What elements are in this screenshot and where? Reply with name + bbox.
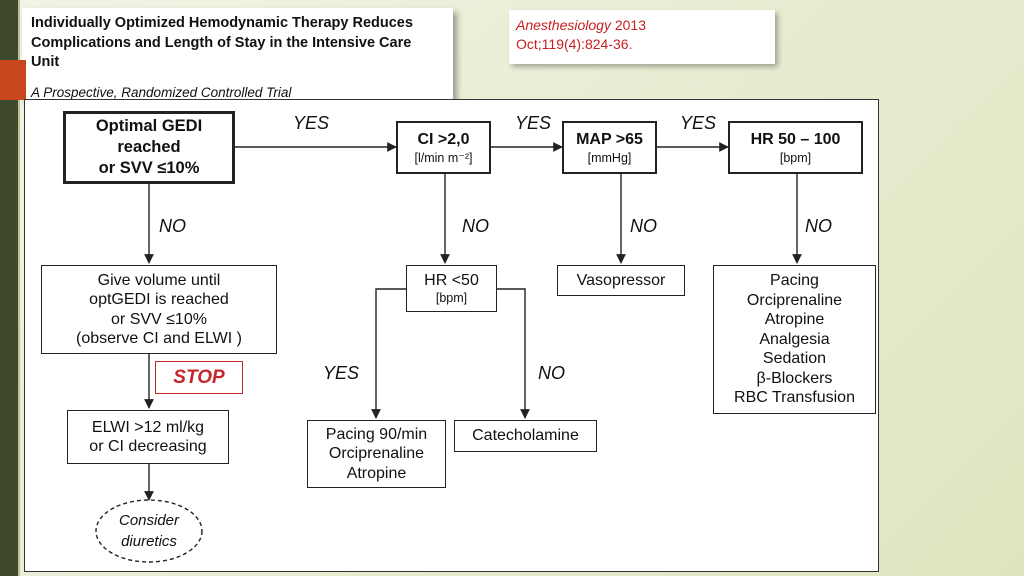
arrow-hr50-no	[497, 288, 530, 419]
map-label: MAP >65	[576, 130, 643, 148]
no-label-start: NO	[159, 216, 186, 236]
start-box: Optimal GEDI reached or SVV ≤10%	[63, 111, 235, 184]
vasopressor-box: Vasopressor	[557, 265, 685, 296]
map-unit: [mmHg]	[587, 150, 632, 165]
yes-label-2: YES	[515, 113, 552, 133]
hr50-label: HR <50	[424, 271, 479, 289]
stop-badge: STOP	[155, 361, 243, 394]
hr50-box: HR <50 [bpm]	[406, 265, 497, 312]
reference-card: Anesthesiology 2013 Oct;119(4):824-36.	[509, 10, 775, 64]
yes-label-3: YES	[680, 113, 717, 133]
no-label-hr: NO	[805, 216, 832, 236]
pacing90-box: Pacing 90/min Orciprenaline Atropine	[307, 420, 446, 488]
ci-box: CI >2,0 [l/min m⁻²]	[396, 121, 491, 174]
reference-journal: Anesthesiology	[516, 17, 611, 33]
hr50-unit: [bpm]	[435, 291, 468, 306]
elwi-box: ELWI >12 ml/kg or CI decreasing	[67, 410, 229, 464]
flowchart: Optimal GEDI reached or SVV ≤10% CI >2,0…	[24, 99, 879, 572]
ci-unit: [l/min m⁻²]	[414, 150, 473, 165]
no-label-ci: NO	[462, 216, 489, 236]
reference-year: 2013	[614, 17, 646, 33]
paper-title: Individually Optimized Hemodynamic Thera…	[31, 15, 413, 70]
catecholamine-box: Catecholamine	[454, 420, 597, 452]
arrow-hr50-yes	[371, 288, 406, 419]
map-box: MAP >65 [mmHg]	[562, 121, 657, 174]
left-rail	[0, 0, 18, 576]
hr-actions-box: Pacing Orciprenaline Atropine Analgesia …	[713, 265, 876, 414]
diuretics-text: Consider diuretics	[118, 512, 180, 550]
volume-box: Give volume until optGEDI is reached or …	[41, 265, 277, 354]
accent-tab	[0, 60, 26, 100]
hr-unit: [bpm]	[779, 150, 812, 165]
paper-subtitle: A Prospective, Randomized Controlled Tri…	[31, 85, 292, 100]
diuretics-oval	[95, 499, 203, 563]
hr-label: HR 50 – 100	[750, 130, 841, 148]
left-divider	[18, 0, 20, 576]
title-card: Individually Optimized Hemodynamic Thera…	[22, 8, 453, 100]
yes-label-1: YES	[293, 113, 330, 133]
reference-volume: Oct;119(4):824-36.	[516, 36, 633, 52]
ci-label: CI >2,0	[417, 130, 470, 148]
no-label-hr50: NO	[538, 363, 565, 383]
yes-label-hr50: YES	[323, 363, 360, 383]
hr-box: HR 50 – 100 [bpm]	[728, 121, 863, 174]
no-label-map: NO	[630, 216, 657, 236]
flowchart-connectors	[95, 142, 802, 563]
reference-line-1: Anesthesiology 2013	[516, 16, 646, 35]
